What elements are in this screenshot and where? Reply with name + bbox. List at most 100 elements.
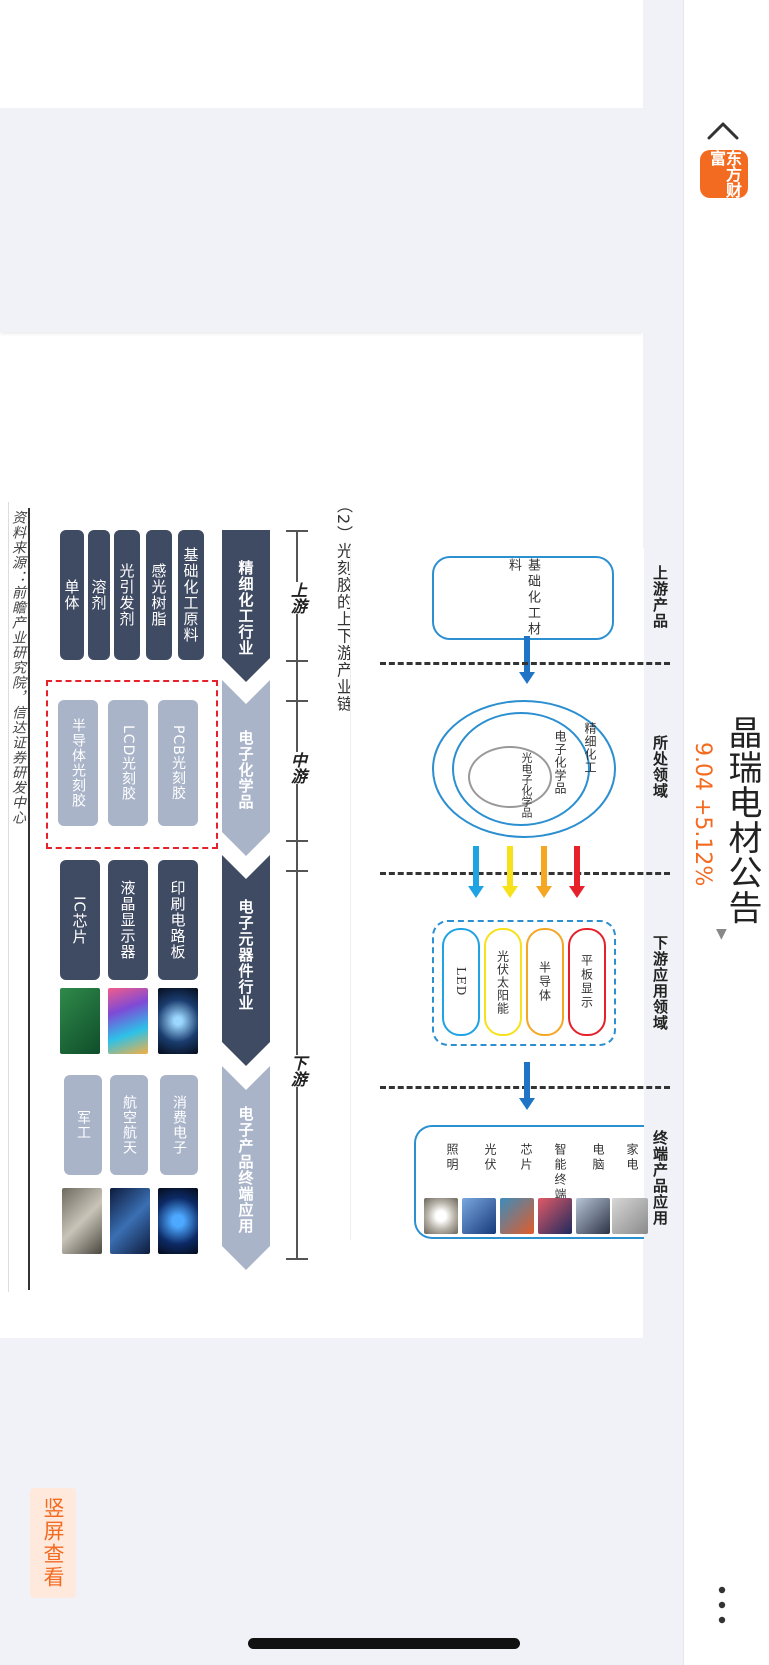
arrow-blue [473,846,479,890]
downstream-label-solar: 光伏太阳能 [495,949,510,1015]
doc-page-top [0,0,643,108]
midstream-item-semiconductor: 半导体光刻胶 [58,700,98,826]
terminal-label-computer: 电脑 [591,1143,605,1173]
midstream-highlight-box [46,680,218,849]
stage-label-upstream: 上游 [285,582,309,614]
midstream-item-lcd: LCD光刻胶 [108,700,148,826]
end-use-military: 军工 [64,1075,102,1175]
upstream-item-resin: 感光树脂 [146,530,172,660]
chip-image [500,1198,534,1234]
terminal-label-lighting: 照明 [445,1143,459,1173]
ruler-tick-5 [286,870,308,872]
dash-divider-1 [380,662,670,665]
field-mid-ellipse [452,712,590,826]
downstream-pill-semiconductor: 半导体 [526,928,564,1036]
laptop-image [576,1198,610,1234]
tablet-image [538,1198,572,1234]
downstream-label-semiconductor: 半导体 [537,961,552,1003]
solar-panel-image [462,1198,496,1234]
down-arrow-1 [524,636,530,676]
pcb-image [158,988,198,1054]
doc-page-bottom [0,1338,643,1665]
stage-label-midstream: 中游 [285,752,309,784]
military-image [62,1188,102,1254]
column-label-upstream: 上游产品 [651,565,669,629]
end-use-aerospace: 航空航天 [110,1075,148,1175]
ruler-tick-4 [286,840,308,842]
upstream-item-initiator: 光引发剂 [114,530,140,660]
chevron-band [222,530,270,1270]
arrow-yellow [507,846,513,890]
app-header-bar [683,0,769,1665]
upstream-item-base-chemical: 基础化工原料 [178,530,204,660]
component-lcd: 液晶显示器 [108,860,148,980]
field-outer-label: 精细化工 [583,722,597,774]
column-label-downstream: 下游应用领域 [651,935,669,1031]
down-arrow-3-head [519,1098,535,1110]
end-use-consumer-electronics: 消费电子 [160,1075,198,1175]
field-inner-ellipse [468,746,552,808]
more-vertical-icon[interactable] [718,1585,726,1625]
field-outer-ellipse [432,700,616,838]
upstream-material-box: 基础化工材料 [432,556,614,640]
stage-ruler [296,530,298,1260]
source-note: 资料来源：前瞻产业研究院，信达证券研发中心 [10,510,26,825]
doc-page-gap [0,108,643,332]
chevron-3-shape [222,855,270,1066]
app-logo: 东方财富 [700,150,748,198]
chevron-left-icon[interactable] [705,112,741,148]
chevron-label-fine-chemical: 精细化工行业 [236,559,255,656]
chevron-1-shape [222,530,270,682]
ruler-tick-6 [286,1258,308,1260]
column-label-terminal: 终端产品应用 [651,1130,669,1226]
chevron-2-shape [222,680,270,856]
terminal-box [414,1125,644,1239]
downstream-pill-led: LED [442,928,480,1036]
doc-right-edge [643,0,683,1665]
arrow-yellow-head [502,886,518,898]
arrow-orange [541,846,547,890]
field-inner-label: 光电子化学品 [520,752,533,818]
downstream-pill-flat-display: 平板显示 [568,928,606,1036]
downstream-label-led: LED [454,967,468,997]
arrow-red [574,846,580,890]
source-divider [8,502,9,1292]
component-ic: IC芯片 [60,860,100,980]
aerospace-image [110,1188,150,1254]
ruler-tick-2 [286,660,308,662]
stage-label-downstream: 下游 [285,1055,309,1087]
terminal-label-chip: 芯片 [519,1143,533,1173]
midstream-item-pcb: PCB光刻胶 [158,700,198,826]
ruler-tick-3 [286,700,308,702]
stock-change: +5.12% [690,798,715,887]
arrow-blue-head [468,886,484,898]
ic-image [60,988,100,1054]
upstream-material-label: 基础化工材料 [506,558,540,638]
terminal-label-appliance: 家电 [625,1143,639,1173]
header-divider [683,0,684,1665]
upstream-item-monomer: 单体 [60,530,84,660]
lighting-image [424,1198,458,1234]
portrait-view-button[interactable]: 竖屏查看 [30,1488,76,1598]
section-heading: （2）光刻胶的上下游产业链 [334,497,353,713]
dash-divider-2 [380,872,670,875]
column-label-field: 所处领域 [651,735,669,799]
terminal-label-smart: 智能终端 [553,1143,567,1203]
chevron-label-components: 电子元器件行业 [236,899,255,1011]
downstream-label-flat-display: 平板显示 [579,954,594,1010]
caret-down-icon[interactable]: ▼ [716,926,727,942]
downstream-pill-solar: 光伏太阳能 [484,928,522,1036]
appliance-image [612,1198,648,1234]
ruler-tick-1 [286,530,308,532]
down-arrow-3 [524,1062,530,1102]
down-arrow-1-head [519,672,535,684]
component-pcb: 印刷电路板 [158,860,198,980]
arrow-red-head [569,886,585,898]
home-indicator[interactable] [248,1638,520,1649]
chevron-4-shape [222,1066,270,1270]
downstream-box [432,920,616,1046]
chevron-label-end-use: 电子产品终端应用 [236,1106,255,1234]
field-mid-label: 电子化学品 [553,730,567,795]
upstream-item-solvent: 溶剂 [88,530,110,660]
source-rule [28,508,30,1290]
